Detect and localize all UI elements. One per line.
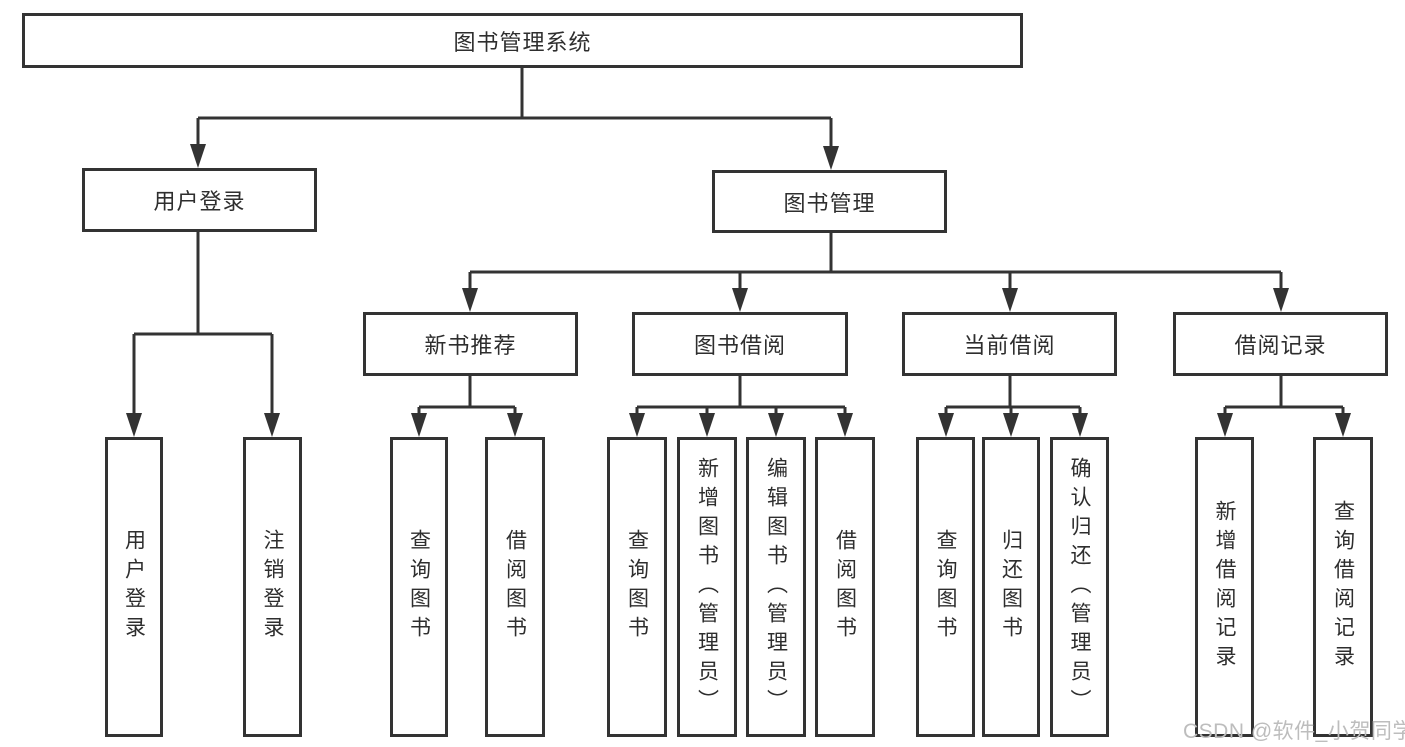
leaf-edit-books-admin: 编辑图书（管理员） xyxy=(746,437,806,737)
leaf-add-books-admin: 新增图书（管理员） xyxy=(677,437,737,737)
watermark-text: CSDN @软件_小贺同学 xyxy=(1183,720,1405,743)
leaf-borrow-books: 借阅图书 xyxy=(815,437,875,737)
connector-bookborrow-to-leaves xyxy=(629,376,853,437)
leaf-return-books: 归还图书 xyxy=(982,437,1040,737)
leaf-query-books-recommend: 查询图书 xyxy=(390,437,448,737)
leaf-user-login: 用户登录 xyxy=(105,437,163,737)
node-label: 查询借阅记录 xyxy=(1331,500,1355,674)
node-label: 当前借阅 xyxy=(963,333,1056,358)
node-new-book-recommendation: 新书推荐 xyxy=(363,312,578,376)
node-current-borrowing: 当前借阅 xyxy=(902,312,1117,376)
node-label: 归还图书 xyxy=(999,529,1023,645)
leaf-borrow-books-recommend: 借阅图书 xyxy=(485,437,545,737)
connector-records-to-leaves xyxy=(1217,376,1351,437)
node-label: 借阅图书 xyxy=(503,529,527,645)
node-label: 新增图书（管理员） xyxy=(695,456,719,718)
leaf-query-borrow-record: 查询借阅记录 xyxy=(1313,437,1373,737)
leaf-add-borrow-record: 新增借阅记录 xyxy=(1195,437,1254,737)
node-library-system: 图书管理系统 xyxy=(22,13,1023,68)
node-label: 确认归还（管理员） xyxy=(1068,456,1091,718)
node-label: 注销登录 xyxy=(261,529,284,645)
node-label: 用户登录 xyxy=(122,529,146,645)
node-label: 图书管理 xyxy=(783,190,876,216)
node-label: 借阅记录 xyxy=(1234,333,1327,358)
node-label: 查询图书 xyxy=(407,529,431,645)
leaf-query-books-current: 查询图书 xyxy=(916,437,975,737)
leaf-query-books-borrow: 查询图书 xyxy=(607,437,667,737)
node-label: 新书推荐 xyxy=(424,333,517,358)
connector-userlogin-to-leaves xyxy=(126,232,280,437)
connector-root-to-level2 xyxy=(190,68,839,170)
node-label: 查询图书 xyxy=(934,529,957,645)
leaf-confirm-return-admin: 确认归还（管理员） xyxy=(1050,437,1109,737)
node-label: 编辑图书（管理员） xyxy=(764,456,788,718)
connector-currentborrow-to-leaves xyxy=(938,376,1088,437)
node-label: 图书管理系统 xyxy=(453,29,592,55)
node-user-login: 用户登录 xyxy=(82,168,317,232)
connector-bookmgmt-to-level3 xyxy=(462,233,1289,312)
node-book-borrowing: 图书借阅 xyxy=(632,312,848,376)
node-borrowing-records: 借阅记录 xyxy=(1173,312,1388,376)
node-book-management: 图书管理 xyxy=(712,170,947,233)
node-label: 新增借阅记录 xyxy=(1213,500,1236,674)
node-label: 查询图书 xyxy=(625,529,649,645)
node-label: 用户登录 xyxy=(153,189,246,214)
leaf-logout: 注销登录 xyxy=(243,437,302,737)
connector-newbooks-to-leaves xyxy=(411,376,523,437)
node-label: 图书借阅 xyxy=(693,333,786,358)
node-label: 借阅图书 xyxy=(833,529,857,645)
